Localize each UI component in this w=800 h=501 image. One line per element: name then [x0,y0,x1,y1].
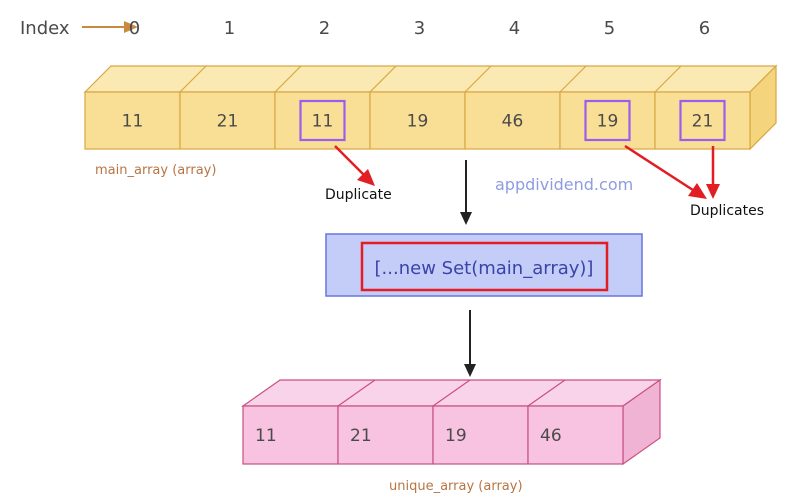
index-arrow [82,21,138,33]
main-array-top-divider [464,65,492,93]
unique-array-cell [432,405,529,465]
index-number: 1 [224,18,235,39]
unique-array-top-divider [432,379,471,407]
main-array-duplicate-highlight [299,99,346,142]
duplicate-arrow [334,145,375,186]
main-array-cell-value: 46 [502,112,524,132]
unique-array-top-divider [527,379,566,407]
main-array-duplicate-highlight [584,99,631,142]
unique-array-top-divider [337,379,376,407]
index-number: 0 [129,18,140,39]
main-array: 11 21 11 19 46 19 21 [83,64,778,151]
main-array-cell-value: 19 [407,112,429,132]
duplicates-arrow-left [624,144,707,199]
operation-code: [...new Set(main_array)] [375,258,594,279]
unique-array-caption: unique_array (array) [389,479,523,494]
unique-array-cell [242,405,339,465]
unique-array-cell [337,405,434,465]
main-array-cell-value: 11 [122,112,144,132]
index-number: 5 [604,18,615,39]
unique-array-cell [527,405,624,465]
main-array-duplicate-highlight [679,99,726,142]
index-number: 3 [414,18,425,39]
main-array-top-divider [179,65,207,93]
unique-array-cell-value: 46 [540,426,562,446]
main-array-cell-value: 11 [312,112,334,132]
operation-box: [...new Set(main_array)] [325,233,643,297]
main-array-cell [464,91,561,150]
unique-array-cell-value: 11 [255,426,277,446]
down-arrow-2 [464,310,476,377]
code-highlight-box [360,241,609,292]
watermark: appdividend.com [495,175,633,194]
index-number: 6 [699,18,710,39]
unique-array-cell-value: 21 [350,426,372,446]
index-number: 4 [509,18,520,39]
main-array-top-divider [274,65,302,93]
duplicates-arrow-right [706,146,720,199]
main-array-top-divider [654,65,682,93]
main-array-cell-value: 21 [692,112,714,132]
main-array-top-face [83,65,778,93]
main-array-cell-value: 21 [217,112,239,132]
main-array-top-divider [369,65,397,93]
duplicates-label: Duplicates [690,203,764,219]
index-label: Index [20,18,70,39]
down-arrow-1 [460,160,472,225]
duplicate-label: Duplicate [325,187,392,203]
unique-array-cell-value: 19 [445,426,467,446]
main-array-cell [84,91,181,150]
index-row: 0 1 2 3 4 5 6 [129,18,710,39]
main-array-caption: main_array (array) [95,163,216,178]
unique-array: 11 21 19 46 [241,378,662,466]
main-array-top-divider [559,65,587,93]
index-number: 2 [319,18,330,39]
main-array-cell [369,91,466,150]
main-array-cell-value: 19 [597,112,619,132]
